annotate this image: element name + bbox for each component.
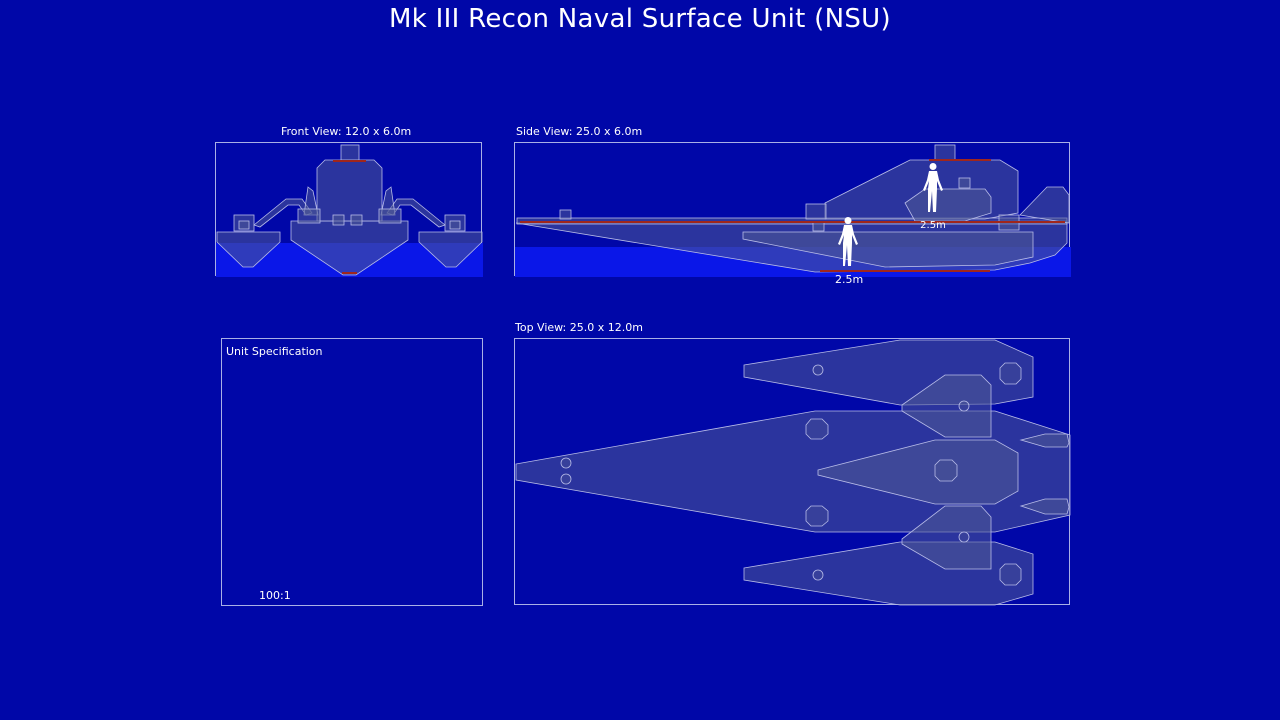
top-upper-module	[901, 374, 992, 438]
side-human-label-lower-outside: 2.5m	[835, 273, 864, 286]
side-stern-block	[559, 209, 572, 220]
side-lower-pontoon	[742, 231, 1034, 268]
side-cabin	[904, 188, 992, 222]
unit-specification-panel: Unit Specification 100:1	[221, 338, 483, 606]
front-view-panel	[215, 142, 483, 277]
spec-title: Unit Specification	[226, 345, 323, 358]
front-deck-block-c1	[332, 214, 345, 226]
side-human-label-upper: 2.5m	[920, 220, 946, 231]
side-view-panel: 2.5m 2.5m	[514, 142, 1071, 277]
top-hatch-pontoon-lower	[999, 563, 1022, 586]
side-human-figure-upper	[923, 163, 943, 212]
front-right-pod-inner	[449, 220, 461, 230]
top-view-drawing	[515, 339, 1071, 606]
front-view-drawing	[216, 144, 483, 277]
front-right-pontoon	[418, 231, 483, 268]
side-view-drawing: 2.5m 2.5m	[515, 144, 1071, 277]
top-hatch-upper	[805, 418, 829, 440]
top-hatch-lower	[805, 505, 829, 527]
front-left-pod-inner	[238, 220, 250, 230]
side-deck-block	[805, 203, 827, 220]
front-main-hull	[290, 220, 409, 276]
top-bow-fin-upper	[1019, 433, 1070, 448]
front-left-pontoon	[216, 231, 281, 268]
side-mast-block	[934, 144, 956, 161]
front-deck-block-right	[378, 208, 402, 224]
top-view-label: Top View: 25.0 x 12.0m	[515, 321, 643, 334]
top-module-port-lower	[958, 531, 970, 543]
front-deck-block-left	[297, 208, 321, 224]
top-bow-fin-lower	[1019, 498, 1070, 515]
top-view-panel	[514, 338, 1071, 606]
top-hatch-pontoon-upper	[999, 362, 1022, 385]
side-small-block	[958, 177, 971, 189]
top-pontoon-port-upper	[812, 364, 824, 376]
top-detail-group	[560, 362, 1022, 586]
front-hull-group	[216, 144, 483, 276]
front-deck-block-c2	[350, 214, 363, 226]
top-module-port-upper	[958, 400, 970, 412]
top-port-upper	[560, 457, 572, 469]
side-human-figure-lower	[838, 217, 858, 266]
top-port-lower	[560, 473, 572, 485]
top-pontoon-port-lower	[812, 569, 824, 581]
top-hull-group	[515, 339, 1071, 606]
front-view-label: Front View: 12.0 x 6.0m	[281, 125, 412, 138]
page-title: Mk III Recon Naval Surface Unit (NSU)	[389, 4, 891, 34]
front-superstructure	[316, 159, 383, 222]
top-hatch-cabin	[934, 459, 958, 482]
spec-scale: 100:1	[259, 589, 291, 602]
top-cabin	[817, 439, 1019, 505]
side-keel-block	[812, 221, 825, 232]
top-lower-module	[901, 505, 992, 570]
side-view-label: Side View: 25.0 x 6.0m	[516, 125, 643, 138]
front-mast-block	[340, 144, 360, 161]
